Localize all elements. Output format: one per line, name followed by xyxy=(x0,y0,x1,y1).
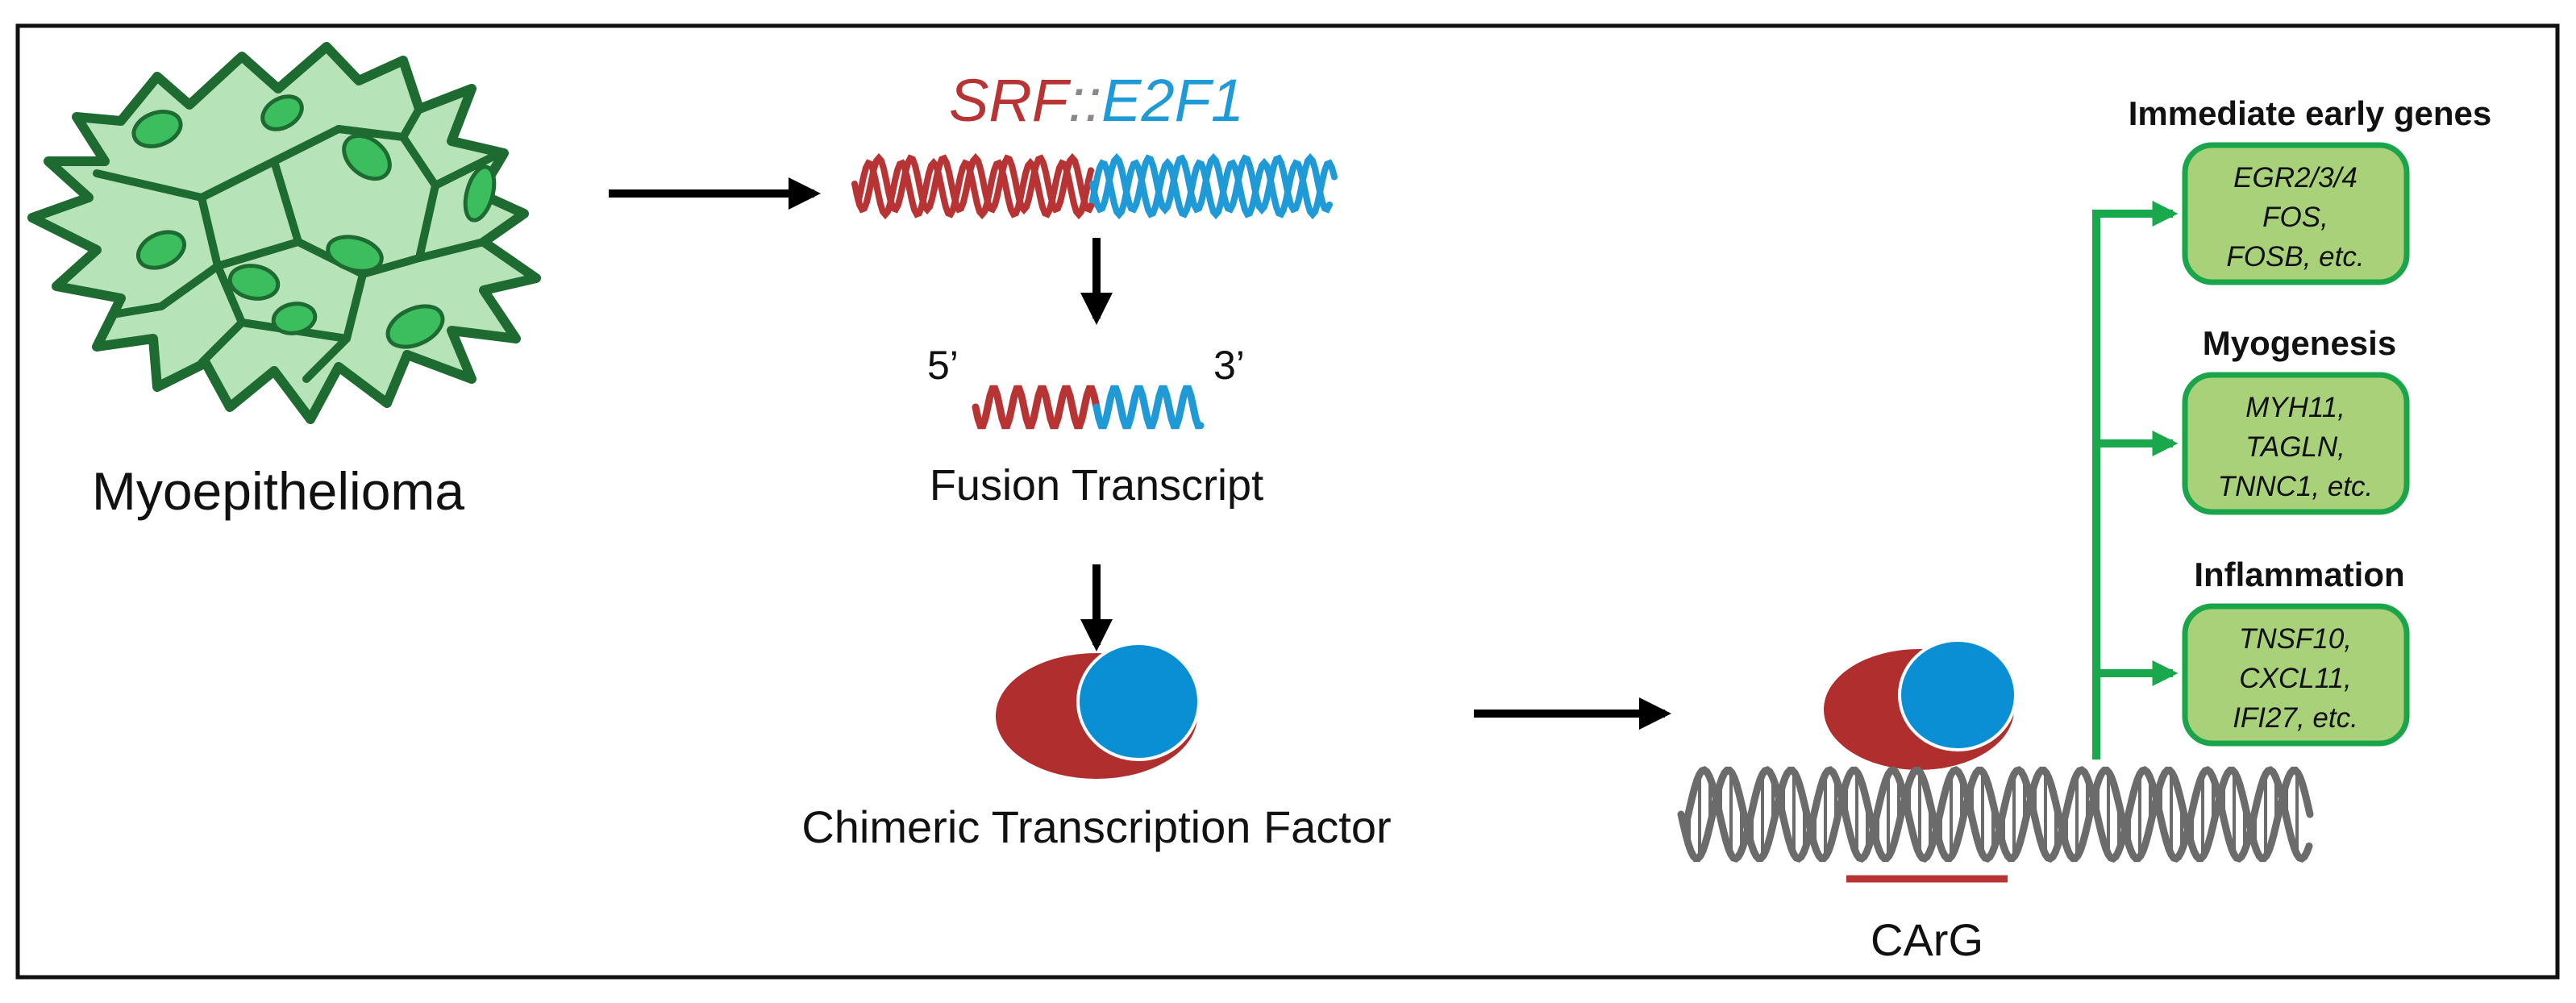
fusion-transcript-label: Fusion Transcript xyxy=(930,461,1263,510)
fusion-separator: :: xyxy=(1068,67,1101,134)
target-gene: TAGLN, xyxy=(2245,431,2345,463)
target-gene: EGR2/3/4 xyxy=(2233,162,2358,194)
target-heading: Immediate early genes xyxy=(2129,94,2492,132)
three-prime-label: 3’ xyxy=(1213,343,1245,388)
figure-frame xyxy=(15,23,2560,980)
chimeric-protein-icon xyxy=(996,642,1201,779)
e2f1-gene-name: E2F1 xyxy=(1101,67,1244,134)
fusion-transcript-strand-icon xyxy=(972,385,1205,430)
bound-chimeric-protein-icon xyxy=(1824,639,2017,770)
target-gene: CXCL11, xyxy=(2239,663,2351,694)
cell-label: Myoepithelioma xyxy=(92,461,465,521)
target-gene-box xyxy=(2182,603,2410,747)
genomic-dna-helix-icon xyxy=(1677,766,2314,863)
target-heading: Inflammation xyxy=(2194,556,2404,593)
five-prime-label: 5’ xyxy=(927,343,959,388)
target-heading: Myogenesis xyxy=(2203,324,2396,362)
chimeric-factor-label: Chimeric Transcription Factor xyxy=(801,801,1391,852)
target-gene: FOSB, etc. xyxy=(2226,241,2364,273)
target-gene: TNSF10, xyxy=(2239,623,2352,655)
target-gene: IFI27, etc. xyxy=(2233,702,2358,734)
target-group-immediate-early: Immediate early genes EGR2/3/4 FOS, FOSB… xyxy=(2129,94,2492,285)
fusion-dna-helix-icon xyxy=(851,152,1338,220)
target-gene: TNNC1, etc. xyxy=(2218,471,2374,502)
fusion-gene-title: SRF::E2F1 xyxy=(949,67,1244,134)
target-gene-box xyxy=(2182,142,2410,285)
target-group-myogenesis: Myogenesis MYH11, TAGLN, TNNC1, etc. xyxy=(2182,324,2410,515)
myoepithelial-cell-cluster-icon xyxy=(27,42,541,424)
activation-arrows xyxy=(2092,200,2179,760)
carg-motif-label: CArG xyxy=(1871,914,1983,965)
target-gene: FOS, xyxy=(2262,202,2328,233)
target-group-inflammation: Inflammation TNSF10, CXCL11, IFI27, etc. xyxy=(2182,556,2410,747)
target-gene-box xyxy=(2182,372,2410,515)
target-gene: MYH11, xyxy=(2245,392,2345,423)
srf-gene-name: SRF xyxy=(949,67,1072,134)
